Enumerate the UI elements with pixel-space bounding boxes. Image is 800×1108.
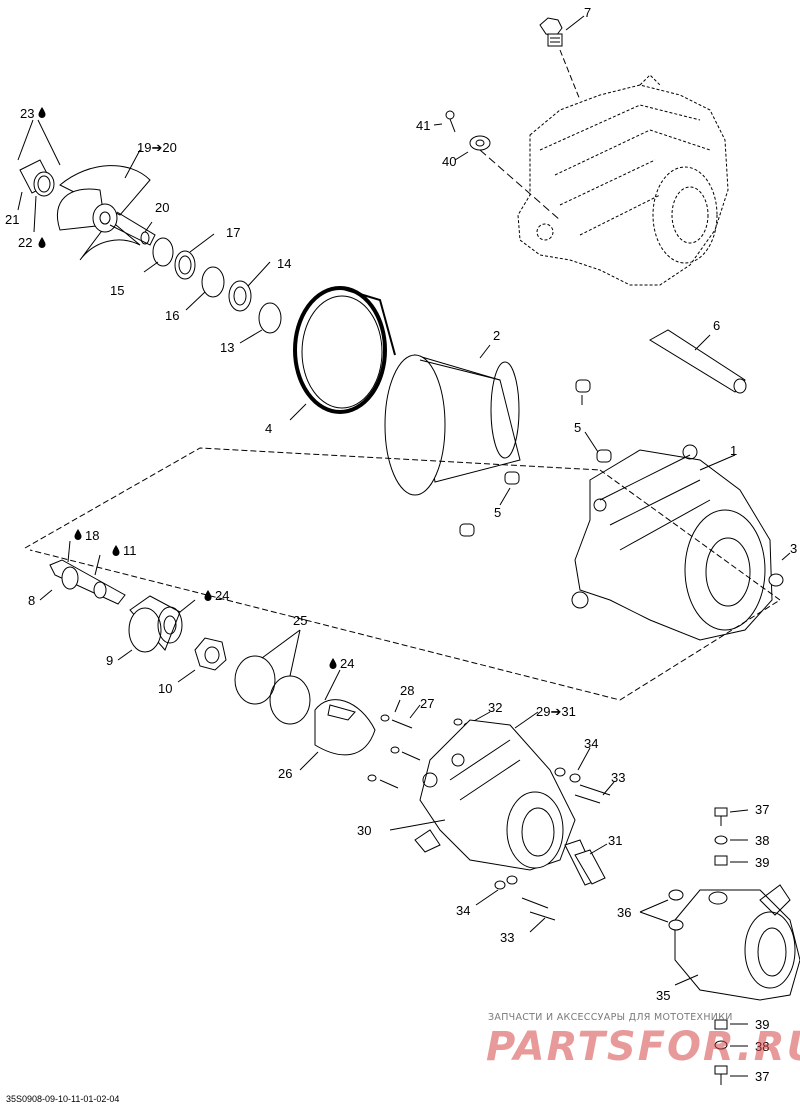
part-10-nut bbox=[177, 637, 227, 683]
label-5a: 5 bbox=[574, 420, 581, 435]
label-30: 30 bbox=[357, 823, 371, 838]
part-41-bolt bbox=[433, 110, 456, 133]
label-17: 17 bbox=[226, 225, 240, 240]
label-19-20: 19➔20 bbox=[137, 140, 177, 155]
label-2: 2 bbox=[493, 328, 500, 343]
drop-icon bbox=[74, 529, 82, 540]
label-39b: 39 bbox=[755, 1017, 769, 1032]
label-36: 36 bbox=[617, 905, 631, 920]
drop-icon bbox=[38, 237, 46, 248]
label-39a: 39 bbox=[755, 855, 769, 870]
label-23: 23 bbox=[20, 106, 34, 121]
part-40-washer bbox=[454, 135, 491, 161]
part-4-wear-ring-seal bbox=[289, 286, 396, 421]
label-11: 11 bbox=[123, 543, 137, 558]
part-2-wear-ring bbox=[384, 344, 521, 496]
label-25: 25 bbox=[293, 613, 307, 628]
label-20: 20 bbox=[155, 200, 169, 215]
part-26-cone bbox=[299, 669, 376, 771]
part-5-bushings bbox=[459, 379, 612, 537]
label-7: 7 bbox=[584, 5, 591, 20]
part-7-plug bbox=[539, 15, 585, 47]
part-31-fittings bbox=[564, 839, 608, 886]
part-27-28-screws bbox=[367, 699, 421, 789]
label-26: 26 bbox=[278, 766, 292, 781]
label-21: 21 bbox=[5, 212, 19, 227]
label-5b: 5 bbox=[494, 505, 501, 520]
label-38b: 38 bbox=[755, 1039, 769, 1054]
label-32: 32 bbox=[488, 700, 502, 715]
part-25-orings bbox=[234, 629, 311, 725]
part-8-shaft bbox=[39, 540, 126, 605]
label-33a: 33 bbox=[611, 770, 625, 785]
part-6-bar bbox=[649, 329, 747, 394]
label-24a: 24 bbox=[215, 588, 229, 603]
label-24b: 24 bbox=[340, 656, 354, 671]
label-33b: 33 bbox=[500, 930, 514, 945]
drop-icon bbox=[204, 590, 212, 601]
label-13: 13 bbox=[220, 340, 234, 355]
part-33-34-screws bbox=[475, 747, 615, 933]
part-9-bearing bbox=[117, 595, 196, 661]
label-8: 8 bbox=[28, 593, 35, 608]
label-35: 35 bbox=[656, 988, 670, 1003]
label-1: 1 bbox=[730, 443, 737, 458]
watermark-logo: PARTSFOR.RU bbox=[486, 1024, 800, 1070]
part-36-bushings bbox=[639, 889, 684, 931]
label-37b: 37 bbox=[755, 1069, 769, 1084]
drop-icon bbox=[329, 658, 337, 669]
label-14: 14 bbox=[277, 256, 291, 271]
part-1-pump-housing bbox=[571, 444, 791, 641]
leader-19 bbox=[124, 149, 141, 179]
part-30-venturi bbox=[389, 711, 576, 871]
ring-set bbox=[140, 221, 282, 344]
label-41: 41 bbox=[416, 118, 430, 133]
part-35-nozzle bbox=[674, 884, 800, 1001]
label-18: 18 bbox=[85, 528, 99, 543]
part-labels: 1 2 3 4 5 5 6 7 8 9 10 11 13 14 15 16 17… bbox=[5, 5, 797, 1084]
part-21-cap bbox=[17, 119, 61, 233]
label-9: 9 bbox=[106, 653, 113, 668]
label-34b: 34 bbox=[456, 903, 470, 918]
part-37-38-39-stack bbox=[714, 807, 749, 1085]
label-15: 15 bbox=[110, 283, 124, 298]
label-22: 22 bbox=[18, 235, 32, 250]
impeller bbox=[56, 165, 156, 261]
diagram-code: 35S0908-09-10-11-01-02-04 bbox=[6, 1094, 120, 1104]
label-40: 40 bbox=[442, 154, 456, 169]
label-3: 3 bbox=[790, 541, 797, 556]
label-31: 31 bbox=[608, 833, 622, 848]
label-28: 28 bbox=[400, 683, 414, 698]
label-29-31: 29➔31 bbox=[536, 704, 576, 719]
watermark-tagline: ЗАПЧАСТИ И АКСЕССУАРЫ ДЛЯ МОТОТЕХНИКИ bbox=[488, 1012, 733, 1023]
engine-housing-reference bbox=[479, 49, 729, 286]
label-10: 10 bbox=[158, 681, 172, 696]
label-16: 16 bbox=[165, 308, 179, 323]
drop-icon bbox=[112, 545, 120, 556]
label-37a: 37 bbox=[755, 802, 769, 817]
label-27: 27 bbox=[420, 696, 434, 711]
assembly-envelope bbox=[24, 447, 781, 701]
label-34a: 34 bbox=[584, 736, 598, 751]
drop-icon bbox=[38, 107, 46, 118]
label-6: 6 bbox=[713, 318, 720, 333]
label-4: 4 bbox=[265, 421, 272, 436]
label-38a: 38 bbox=[755, 833, 769, 848]
